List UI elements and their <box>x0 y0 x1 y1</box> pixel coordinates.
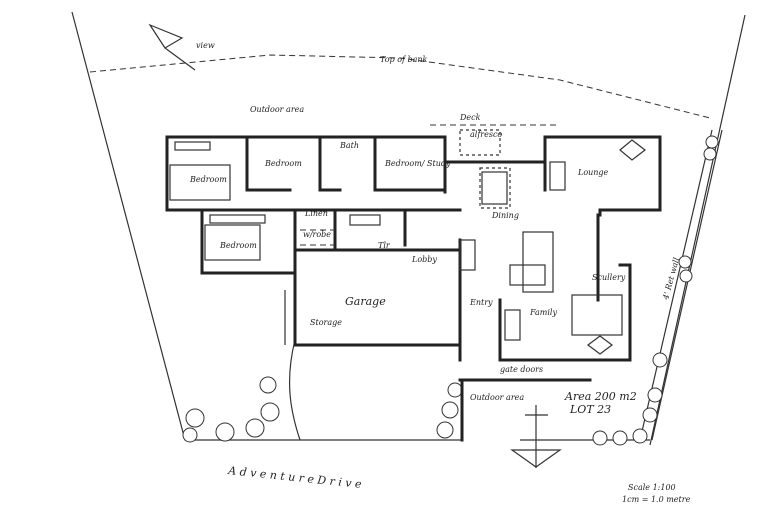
scale-label: Scale 1:100 <box>628 483 676 492</box>
room-garage-storage: Storage <box>310 318 342 327</box>
room-linen: Linen <box>304 209 328 218</box>
street-name: A d v e n t u r e D r i v e <box>227 464 363 491</box>
scale-note: 1cm = 1.0 metre <box>622 495 691 504</box>
room-family: Family <box>529 308 557 317</box>
room-wrobe: w/robe <box>303 230 331 239</box>
house-walls <box>165 135 662 442</box>
view-arrow-icon <box>148 23 196 71</box>
deck-label: Deck <box>459 113 481 122</box>
lot-label: LOT 23 <box>569 403 611 416</box>
landscaping-shrubs <box>182 135 719 446</box>
area-label: Area 200 m2 <box>564 390 637 403</box>
room-bedroom-2: Bedroom <box>264 159 302 168</box>
gate-doors-label: gate doors <box>500 365 543 374</box>
room-scullery: Scullery <box>592 273 626 282</box>
room-garage: Garage <box>345 295 386 308</box>
furniture <box>169 124 646 355</box>
site-boundary <box>71 11 746 446</box>
room-bedroom-3: Bedroom <box>219 241 257 250</box>
room-bedroom-1: Bedroom <box>189 175 227 184</box>
entry-arrow-icon <box>510 405 562 468</box>
room-bath: Bath <box>339 141 359 150</box>
top-of-bank-label: Top of bank <box>380 55 428 64</box>
room-bedroom-study: Bedroom/ Study <box>384 159 451 168</box>
room-dining: Dining <box>491 211 519 220</box>
outdoor-area-top-label: Outdoor area <box>250 105 304 114</box>
room-lounge: Lounge <box>577 168 609 177</box>
retaining-wall-label: 4' Ret wall <box>661 256 681 301</box>
room-lobby: Lobby <box>411 255 437 264</box>
alfresco-label: alfresco <box>470 130 502 139</box>
room-wc: Tlr <box>378 241 391 250</box>
outdoor-area-front-label: Outdoor area <box>470 393 524 402</box>
view-label: view <box>196 41 215 50</box>
room-entry: Entry <box>469 298 493 307</box>
